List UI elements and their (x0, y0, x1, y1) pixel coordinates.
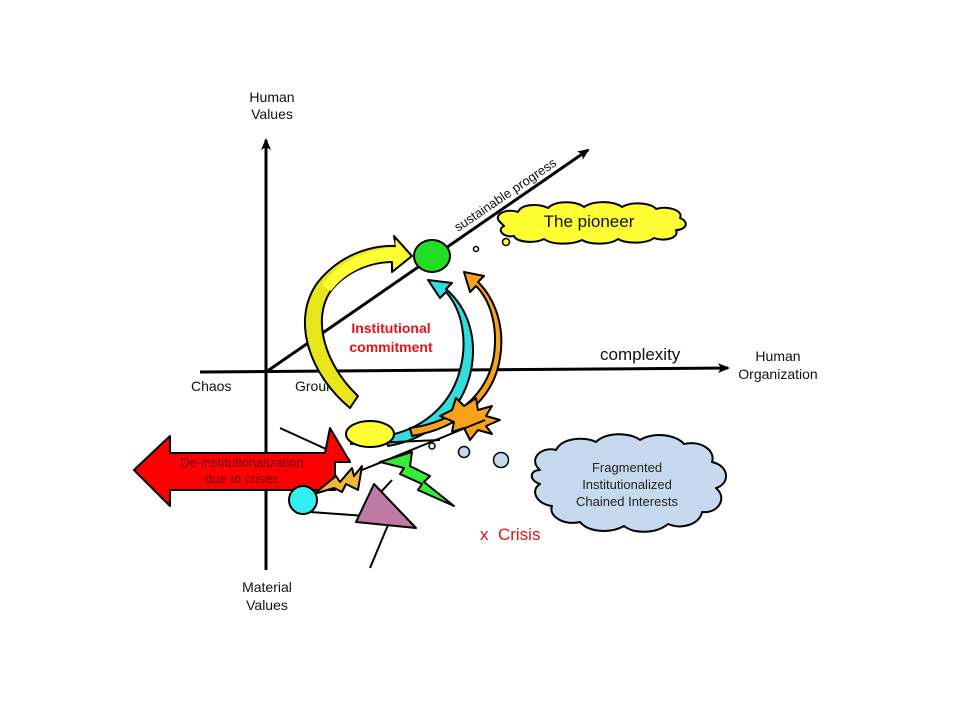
commitment-label-line2: commitment (349, 339, 433, 355)
pioneer-label: The pioneer (544, 212, 635, 231)
yellow-ellipse (345, 420, 395, 448)
bubble-large (492, 451, 510, 469)
fragmented-label-line3: Chained Interests (576, 494, 678, 509)
chaos-label: Chaos (191, 378, 231, 394)
cyan-circle (288, 485, 318, 515)
human-organization-label-line1: Human (755, 348, 800, 364)
human-values-label-line2: Values (251, 106, 293, 122)
complexity-label: complexity (600, 345, 681, 364)
crisis-label: x Crisis (480, 525, 540, 544)
commitment-label-line1: Institutional (351, 320, 430, 336)
deinstitutionalization-label-line1: De-institutionalization (180, 455, 304, 470)
fragmented-label-line1: Fragmented (592, 460, 662, 475)
yellow-arrow-highlight (322, 240, 409, 291)
fragmented-label-line2: Institutionalized (582, 477, 672, 492)
orange-curved-arrow (409, 271, 503, 437)
orange-lightning-bolt (313, 465, 363, 495)
thought-bubble-small (472, 245, 480, 253)
material-values-label-line2: Values (246, 597, 288, 613)
human-values-label-line1: Human (249, 89, 294, 105)
human-organization-label-line2: Organization (738, 366, 817, 382)
bubble-small (428, 442, 436, 450)
mauve-triangle (355, 483, 417, 529)
green-lightning-bolt (379, 451, 455, 507)
thought-bubble-medium (501, 237, 511, 247)
deinstitutionalization-arrow (133, 427, 351, 507)
fragmented-cloud (530, 433, 727, 533)
pioneer-cloud (497, 201, 687, 245)
material-values-label-line1: Material (242, 579, 292, 595)
green-node (413, 239, 451, 273)
connector-line-6 (369, 524, 389, 569)
bubble-medium (457, 445, 471, 459)
deinstitutionalization-label-line2: due to crises (205, 471, 279, 486)
